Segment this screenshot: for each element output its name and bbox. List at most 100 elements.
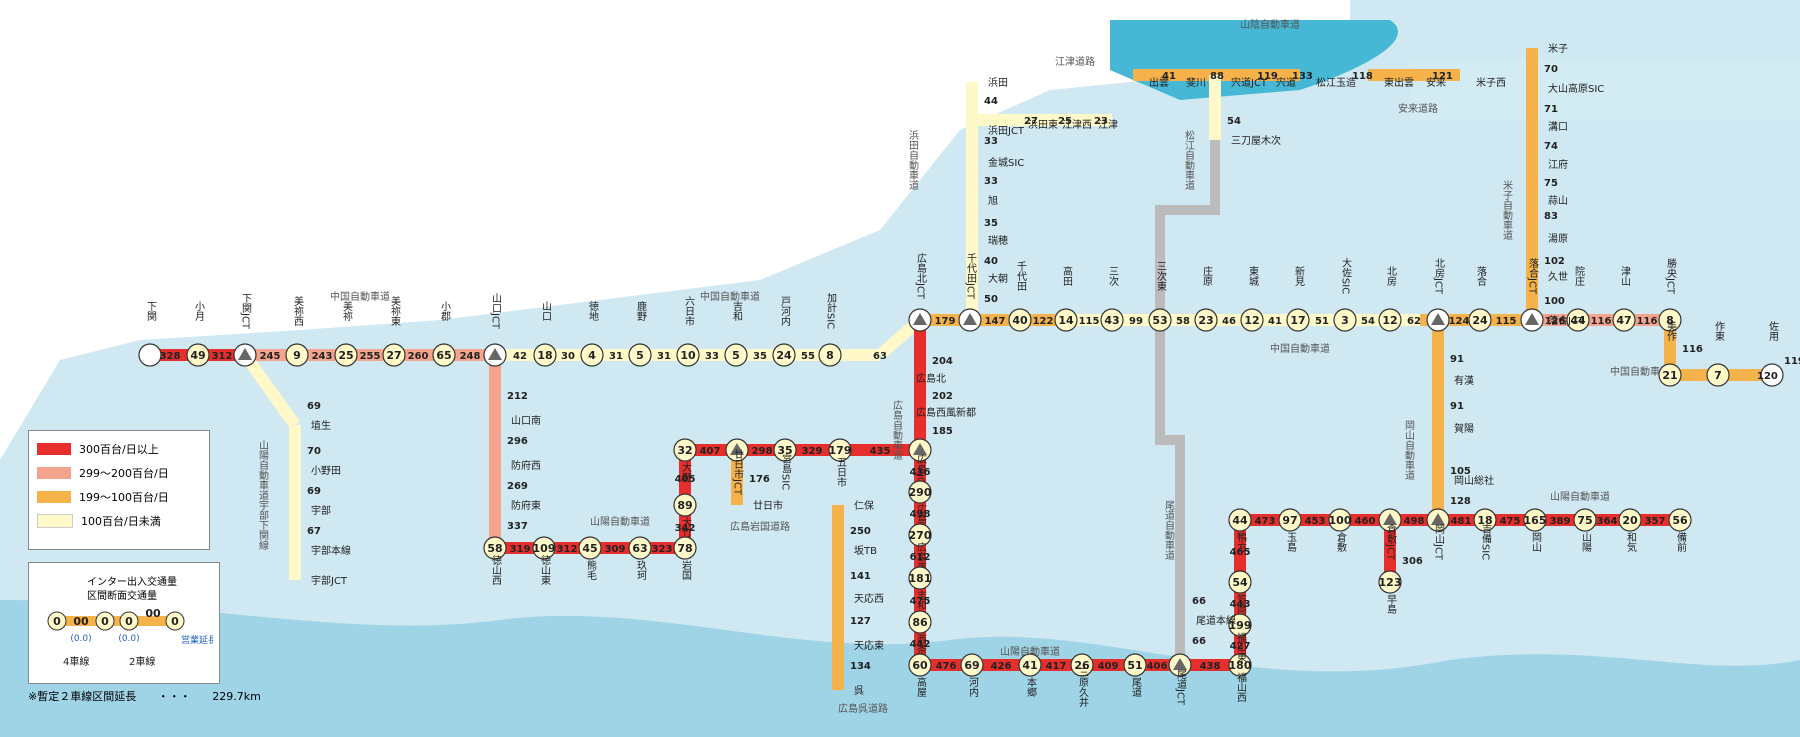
ic-volume: 40: [1012, 314, 1028, 327]
section-volume: 443: [1230, 599, 1251, 610]
ic-name: 北房JCT: [1433, 258, 1445, 295]
ic-name-other: 天応東: [854, 639, 884, 652]
section-volume: 435: [870, 446, 891, 457]
section-volume: 91: [1450, 401, 1464, 412]
sanyo-ic-volume: 89: [677, 499, 692, 512]
section-volume: 328: [160, 351, 181, 362]
sanyo-ic-volume: 58: [487, 542, 502, 555]
section-volume: 176: [749, 474, 770, 485]
sanyo-ic-name: 徳山東: [539, 554, 551, 586]
jct-icon: [730, 443, 744, 455]
section-volume: 35: [984, 218, 998, 229]
section-volume: 58: [1176, 316, 1190, 327]
section-volume: 475: [910, 596, 931, 607]
section-volume: 245: [260, 351, 281, 362]
legend-label-2: 299〜200百台/日: [79, 467, 169, 480]
section-volume: 364: [1597, 516, 1618, 527]
ic-node: [1468, 308, 1492, 332]
section-volume: 329: [802, 446, 823, 457]
route-label: 中国自動車道: [700, 290, 760, 303]
section-volume: 66: [1192, 596, 1206, 607]
sanyo-ic-volume: 26: [1074, 659, 1090, 672]
ic-volume: 12: [1244, 314, 1259, 327]
ic-name-other: 金城SIC: [988, 156, 1024, 169]
route-label: 尾道自動車道: [1163, 500, 1175, 560]
section-volume: 116: [1591, 316, 1612, 327]
section-volume: 41: [1268, 316, 1282, 327]
route-label: 広島自動車道: [891, 399, 903, 460]
section-volume: 30: [561, 351, 575, 362]
ic-name-other: 防府西: [511, 459, 541, 472]
section-volume: 405: [675, 474, 696, 485]
ic-name-other: 廿日市: [753, 499, 783, 512]
section-volume: 426: [991, 661, 1012, 672]
sanyo-ic-volume: 180: [1229, 659, 1252, 672]
ic-volume: 21: [1662, 369, 1677, 382]
ic-name-other: 賀陽: [1454, 423, 1474, 435]
ic-name-other: 江府: [1548, 158, 1568, 171]
section-volume: 357: [1645, 516, 1666, 527]
section-volume: 134: [850, 661, 871, 672]
section-volume: 185: [932, 426, 953, 437]
ic-name: 六日市: [683, 296, 695, 327]
section-volume: 436: [910, 467, 931, 478]
key-box: インター出入交通量 区間断面交通量 0 00 0 0 00 0 (0.0) (0…: [28, 562, 220, 684]
sanyo-ic-name: 尾道: [1130, 677, 1142, 697]
ic-name: 三次: [1107, 266, 1119, 287]
sanyo-ic-name: 福山西: [1235, 671, 1247, 702]
sanyo-ic-node: [1228, 570, 1252, 594]
ic-volume: 18: [537, 349, 552, 362]
ic-name-other: 仁保: [854, 499, 874, 512]
route-label: 広島岩国道路: [730, 520, 790, 533]
ic-name: 戸河内: [779, 296, 791, 327]
ic-volume: 44: [1570, 314, 1586, 327]
footnote-label: ※暫定２車線区間延長: [28, 690, 137, 703]
sanyo-ic-node: [908, 523, 932, 547]
section-volume: 255: [360, 351, 381, 362]
sanyo-ic-node: [1523, 508, 1547, 532]
ic-node: [334, 343, 358, 367]
ic-name-other: 江津西: [1062, 119, 1092, 131]
section-volume: 298: [752, 446, 773, 457]
ic-name-other: 小野田: [311, 465, 341, 477]
section-volume: 128: [1450, 496, 1471, 507]
sanyo-ic-name: 尾道JCT: [1175, 669, 1187, 706]
section-volume: 50: [984, 294, 998, 305]
section-volume: 204: [932, 356, 953, 367]
jct-icon: [1173, 658, 1187, 670]
section-volume: 69: [307, 486, 321, 497]
route-label: 岡山自動車道: [1403, 420, 1415, 480]
legend-label-4: 100百台/日未満: [81, 515, 161, 528]
ic-name: 新見: [1293, 265, 1305, 287]
ic-name: 作東: [1713, 321, 1725, 342]
section-volume: 337: [507, 521, 528, 532]
section-volume: 115: [1079, 316, 1100, 327]
ic-name: 小郡: [439, 301, 451, 322]
ic-name-other: 広島北: [916, 372, 946, 385]
ic-name-other: 蒜山: [1548, 195, 1568, 207]
section-volume: 70: [307, 446, 321, 457]
ic-volume: 43: [1104, 314, 1119, 327]
ic-volume: 8: [1666, 314, 1674, 327]
sanyo-ic-name: 倉敷JCT: [1385, 523, 1397, 561]
jct-icon: [963, 313, 977, 325]
ic-name-other: 米子: [1548, 42, 1568, 55]
sanyo-ic-name: 熊毛: [585, 559, 597, 580]
sanyo-ic-node: [1070, 653, 1094, 677]
section-volume: 40: [984, 256, 998, 267]
legend-item-1: 300百台/日以上: [37, 441, 201, 457]
jct-icon: [1431, 513, 1445, 525]
section-volume: 389: [1550, 516, 1571, 527]
ic-name: 千代田: [1015, 261, 1027, 291]
key-4-lane: 4車線: [63, 655, 89, 668]
ic-node: [724, 343, 748, 367]
section-volume: 62: [1407, 316, 1421, 327]
section-volume: 202: [932, 391, 953, 402]
legend-label-3: 199〜100百台/日: [79, 491, 169, 504]
ic-name-other: 宍道: [1276, 76, 1296, 89]
sanyo-ic-volume: 100: [1329, 514, 1352, 527]
ic-node: [818, 343, 842, 367]
section-volume: 453: [1305, 516, 1326, 527]
legend-box: 300百台/日以上 299〜200百台/日 199〜100百台/日 100百台/…: [28, 430, 210, 550]
section-volume: 127: [850, 616, 871, 627]
